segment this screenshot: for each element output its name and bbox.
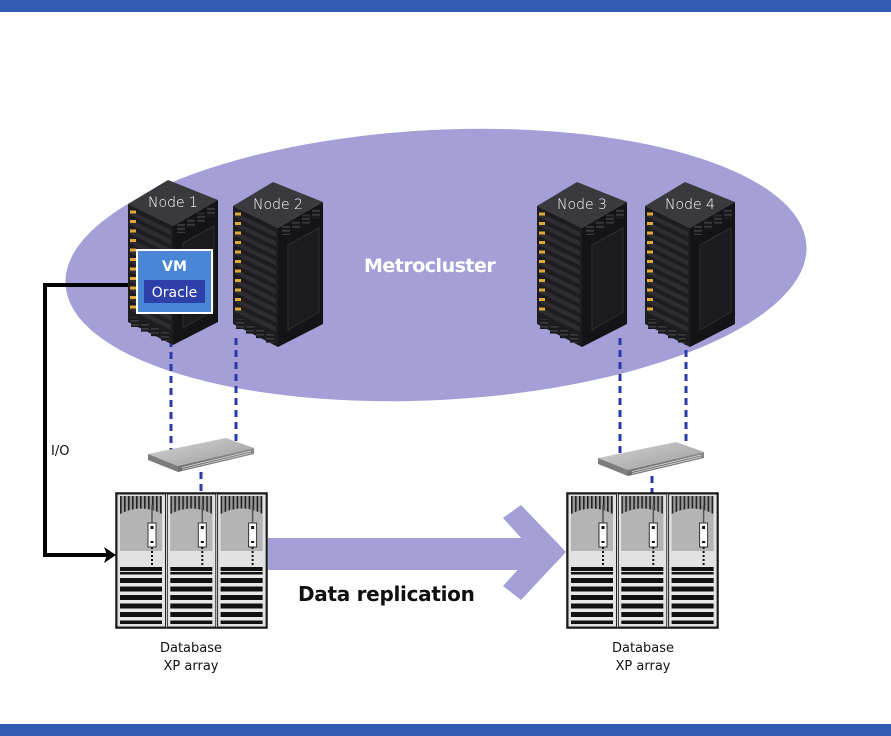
- left-xp-array[interactable]: [115, 492, 268, 629]
- drive-bay-led: [539, 241, 545, 244]
- drive-bay-led: [539, 279, 545, 282]
- drive-bay-led: [130, 305, 136, 309]
- drive-bay-led: [235, 288, 241, 292]
- array-cabinet: [116, 493, 166, 628]
- san-links: [169, 338, 688, 494]
- drive-bay-led: [539, 260, 545, 263]
- array-cabinet: [617, 493, 668, 628]
- drive-bay-led: [647, 288, 653, 292]
- drive-bay-led: [130, 277, 136, 280]
- drive-bay-led: [130, 210, 136, 214]
- server-top: [233, 182, 323, 228]
- drive-bay-led: [647, 212, 653, 216]
- server-node-2[interactable]: Node 2: [233, 182, 323, 347]
- data-replication-label: Data replication: [298, 582, 475, 606]
- drive-bay-led: [647, 279, 653, 282]
- drive-bay-led: [235, 298, 241, 301]
- server-node-4[interactable]: Node 4: [645, 182, 735, 347]
- io-path: [43, 283, 128, 557]
- server-top: [128, 180, 218, 226]
- vm-title: VM: [162, 259, 187, 275]
- drive-bay-led: [647, 241, 653, 244]
- drive-bay-led: [539, 212, 545, 216]
- right-array-label-line2: XP array: [616, 659, 671, 674]
- drive-bay-led: [647, 307, 653, 311]
- left-array-label-line1: Database: [160, 641, 222, 656]
- array-cabinet: [166, 493, 217, 628]
- drive-bay-led: [130, 229, 136, 233]
- drive-bay-led: [130, 220, 136, 223]
- drive-bay-led: [235, 260, 241, 263]
- drive-bay-led: [647, 260, 653, 263]
- metrocluster-label: Metrocluster: [364, 255, 496, 277]
- drive-bay-led: [539, 231, 545, 235]
- drive-bay-led: [235, 269, 241, 273]
- drive-bay-led: [130, 286, 136, 290]
- drive-bay-led: [539, 269, 545, 273]
- drive-bay-led: [235, 241, 241, 244]
- drive-bay-led: [235, 222, 241, 225]
- io-label: I/O: [51, 444, 69, 459]
- drive-bay-led: [647, 231, 653, 235]
- drive-bay-led: [647, 222, 653, 225]
- array-cabinet: [567, 493, 617, 628]
- left-array-label-line2: XP array: [164, 659, 219, 674]
- drive-bay-led: [647, 269, 653, 273]
- right-xp-array[interactable]: [566, 492, 719, 629]
- oracle-label: Oracle: [152, 285, 198, 301]
- array-cabinet: [217, 493, 267, 628]
- node-label: Node 1: [148, 195, 198, 211]
- right-san-switch: [598, 442, 704, 476]
- server-node-3[interactable]: Node 3: [537, 182, 627, 347]
- node-label: Node 4: [665, 197, 715, 213]
- drive-bay-led: [130, 258, 136, 261]
- array-cabinet: [668, 493, 718, 628]
- drive-bay-led: [235, 279, 241, 282]
- drive-bay-led: [647, 250, 653, 254]
- right-array-label-line1: Database: [612, 641, 674, 656]
- node-label: Node 2: [253, 197, 303, 213]
- drive-bay-led: [130, 248, 136, 252]
- server-top: [537, 182, 627, 228]
- left-san-switch: [148, 438, 254, 472]
- drive-bay-led: [130, 267, 136, 271]
- io-arrowhead-icon: [104, 547, 116, 563]
- bottom-frame-bar: [0, 724, 891, 736]
- drive-bay-led: [539, 222, 545, 225]
- drive-bay-led: [235, 250, 241, 254]
- drive-bay-led: [539, 307, 545, 311]
- oracle-box: [144, 280, 205, 303]
- drive-bay-led: [235, 212, 241, 216]
- server-top: [645, 182, 735, 228]
- drive-bay-led: [130, 239, 136, 242]
- drive-bay-led: [539, 298, 545, 301]
- drive-bay-led: [235, 307, 241, 311]
- drive-bay-led: [647, 298, 653, 301]
- top-frame-bar: [0, 0, 891, 12]
- vm-box[interactable]: VM Oracle: [136, 249, 213, 314]
- drive-bay-led: [130, 296, 136, 299]
- data-replication-arrow: [268, 505, 566, 600]
- node-label: Node 3: [557, 197, 607, 213]
- drive-bay-led: [235, 231, 241, 235]
- drive-bay-led: [539, 250, 545, 254]
- drive-bay-led: [539, 288, 545, 292]
